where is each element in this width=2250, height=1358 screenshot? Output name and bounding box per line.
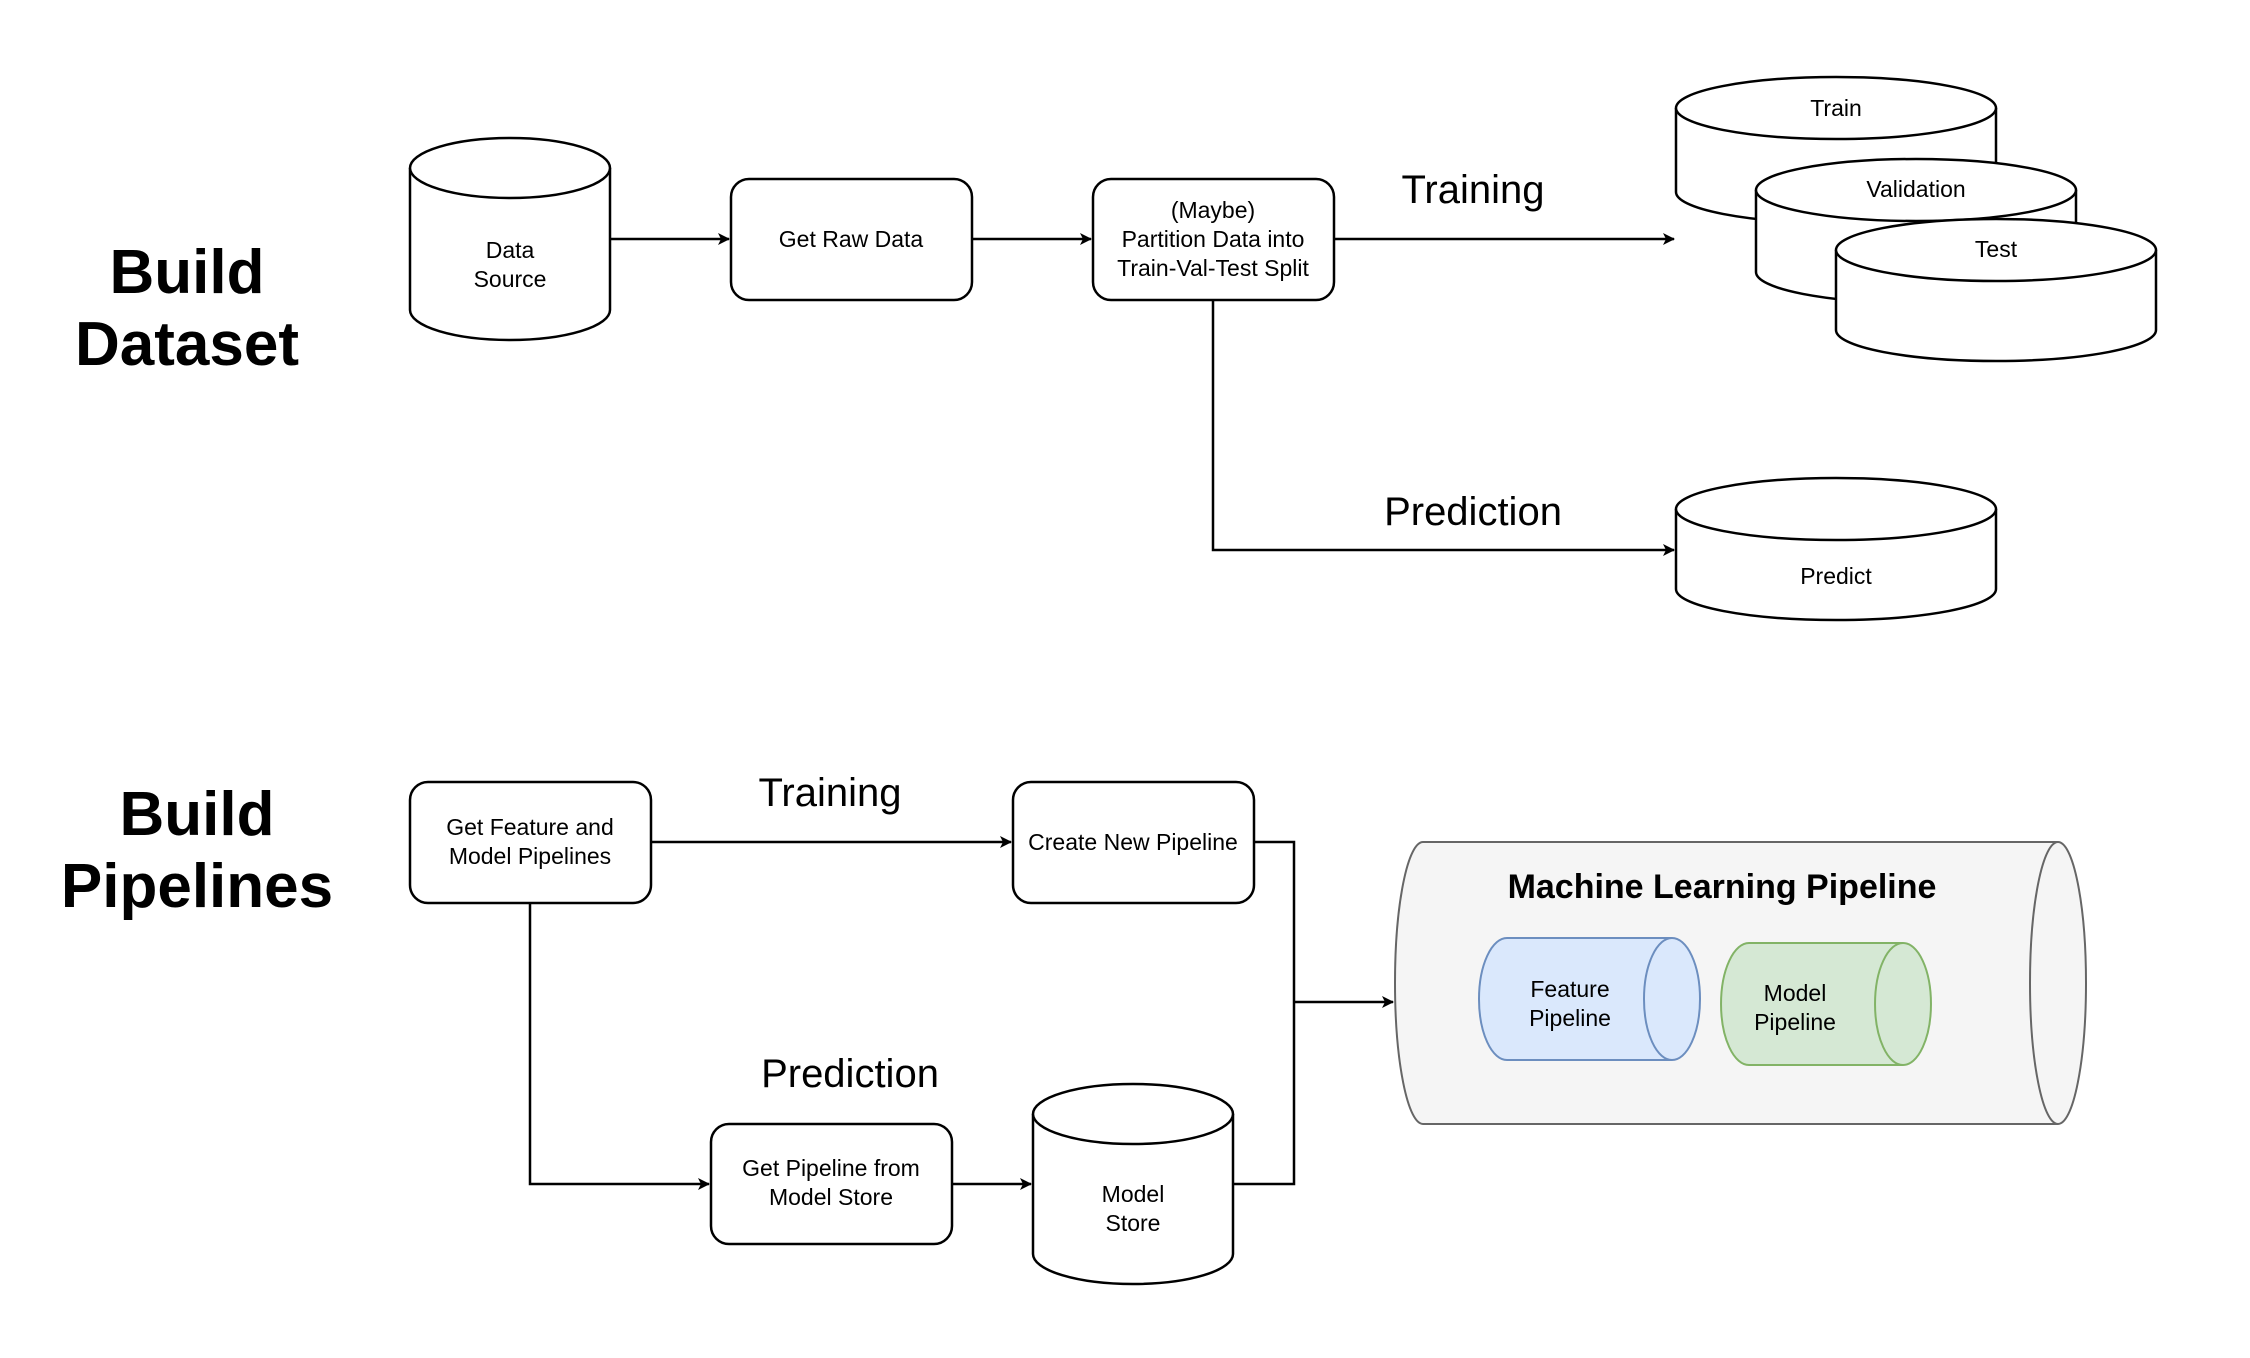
- section-title-build-dataset: Build Dataset: [75, 238, 299, 379]
- create-new-pipeline-box[interactable]: Create New Pipeline: [1011, 780, 1256, 905]
- node-label: Model Pipelines: [449, 843, 611, 869]
- edge-label-training: Training: [1401, 168, 1544, 212]
- node-label: Pipeline: [1529, 1005, 1611, 1031]
- node-label: Source: [474, 266, 547, 292]
- predict-cylinder[interactable]: Predict: [1674, 476, 1998, 622]
- edge-partition-to-predict: [1211, 300, 1675, 556]
- node-label: Get Raw Data: [779, 226, 924, 252]
- node-label: Create New Pipeline: [1028, 829, 1238, 855]
- get-pipeline-from-store-box[interactable]: Get Pipeline from Model Store: [709, 1122, 954, 1246]
- node-label: Data: [486, 237, 535, 263]
- data-source-cylinder[interactable]: Data Source: [408, 136, 612, 342]
- get-raw-data-box[interactable]: Get Raw Data: [729, 177, 974, 302]
- node-label: Model: [1102, 1181, 1165, 1207]
- partition-data-box[interactable]: (Maybe) Partition Data into Train-Val-Te…: [1091, 177, 1336, 302]
- section-title-line: Pipelines: [61, 852, 333, 921]
- node-label: Predict: [1800, 563, 1872, 589]
- node-label: Store: [1106, 1210, 1161, 1236]
- test-cylinder[interactable]: Test: [1834, 217, 2158, 363]
- node-label: Train-Val-Test Split: [1117, 255, 1309, 281]
- node-label: Train: [1810, 95, 1862, 121]
- section-title-line: Dataset: [75, 310, 299, 379]
- node-label: Model Store: [769, 1184, 893, 1210]
- get-feature-model-pipelines-box[interactable]: Get Feature and Model Pipelines: [408, 780, 653, 905]
- section-title-build-pipelines: Build Pipelines: [61, 780, 333, 921]
- edge-merge-lines: [1233, 840, 1296, 1186]
- model-store-cylinder[interactable]: Model Store: [1031, 1082, 1235, 1286]
- ml-pipeline-title: Machine Learning Pipeline: [1508, 868, 1937, 906]
- node-label: (Maybe): [1171, 197, 1255, 223]
- node-label: Pipeline: [1754, 1009, 1836, 1035]
- edge-label-training: Training: [758, 771, 901, 815]
- node-label: Validation: [1866, 176, 1965, 202]
- node-label: Model: [1764, 980, 1827, 1006]
- node-label: Partition Data into: [1122, 226, 1305, 252]
- node-label: Test: [1975, 236, 2018, 262]
- model-pipeline-cylinder[interactable]: Model Pipeline: [1720, 942, 1932, 1066]
- node-label: Get Pipeline from: [742, 1155, 920, 1181]
- ml-pipeline-cylinder[interactable]: Machine Learning Pipeline Feature Pipeli…: [1394, 841, 2087, 1125]
- feature-pipeline-cylinder[interactable]: Feature Pipeline: [1478, 937, 1701, 1061]
- section-title-line: Build: [120, 780, 275, 849]
- node-label: Get Feature and: [446, 814, 614, 840]
- node-label: Feature: [1530, 976, 1609, 1002]
- edge-label-prediction: Prediction: [761, 1052, 939, 1096]
- section-title-line: Build: [110, 238, 265, 307]
- edge-getfeature-to-getpipeline: [528, 903, 710, 1190]
- edge-label-prediction: Prediction: [1384, 490, 1562, 534]
